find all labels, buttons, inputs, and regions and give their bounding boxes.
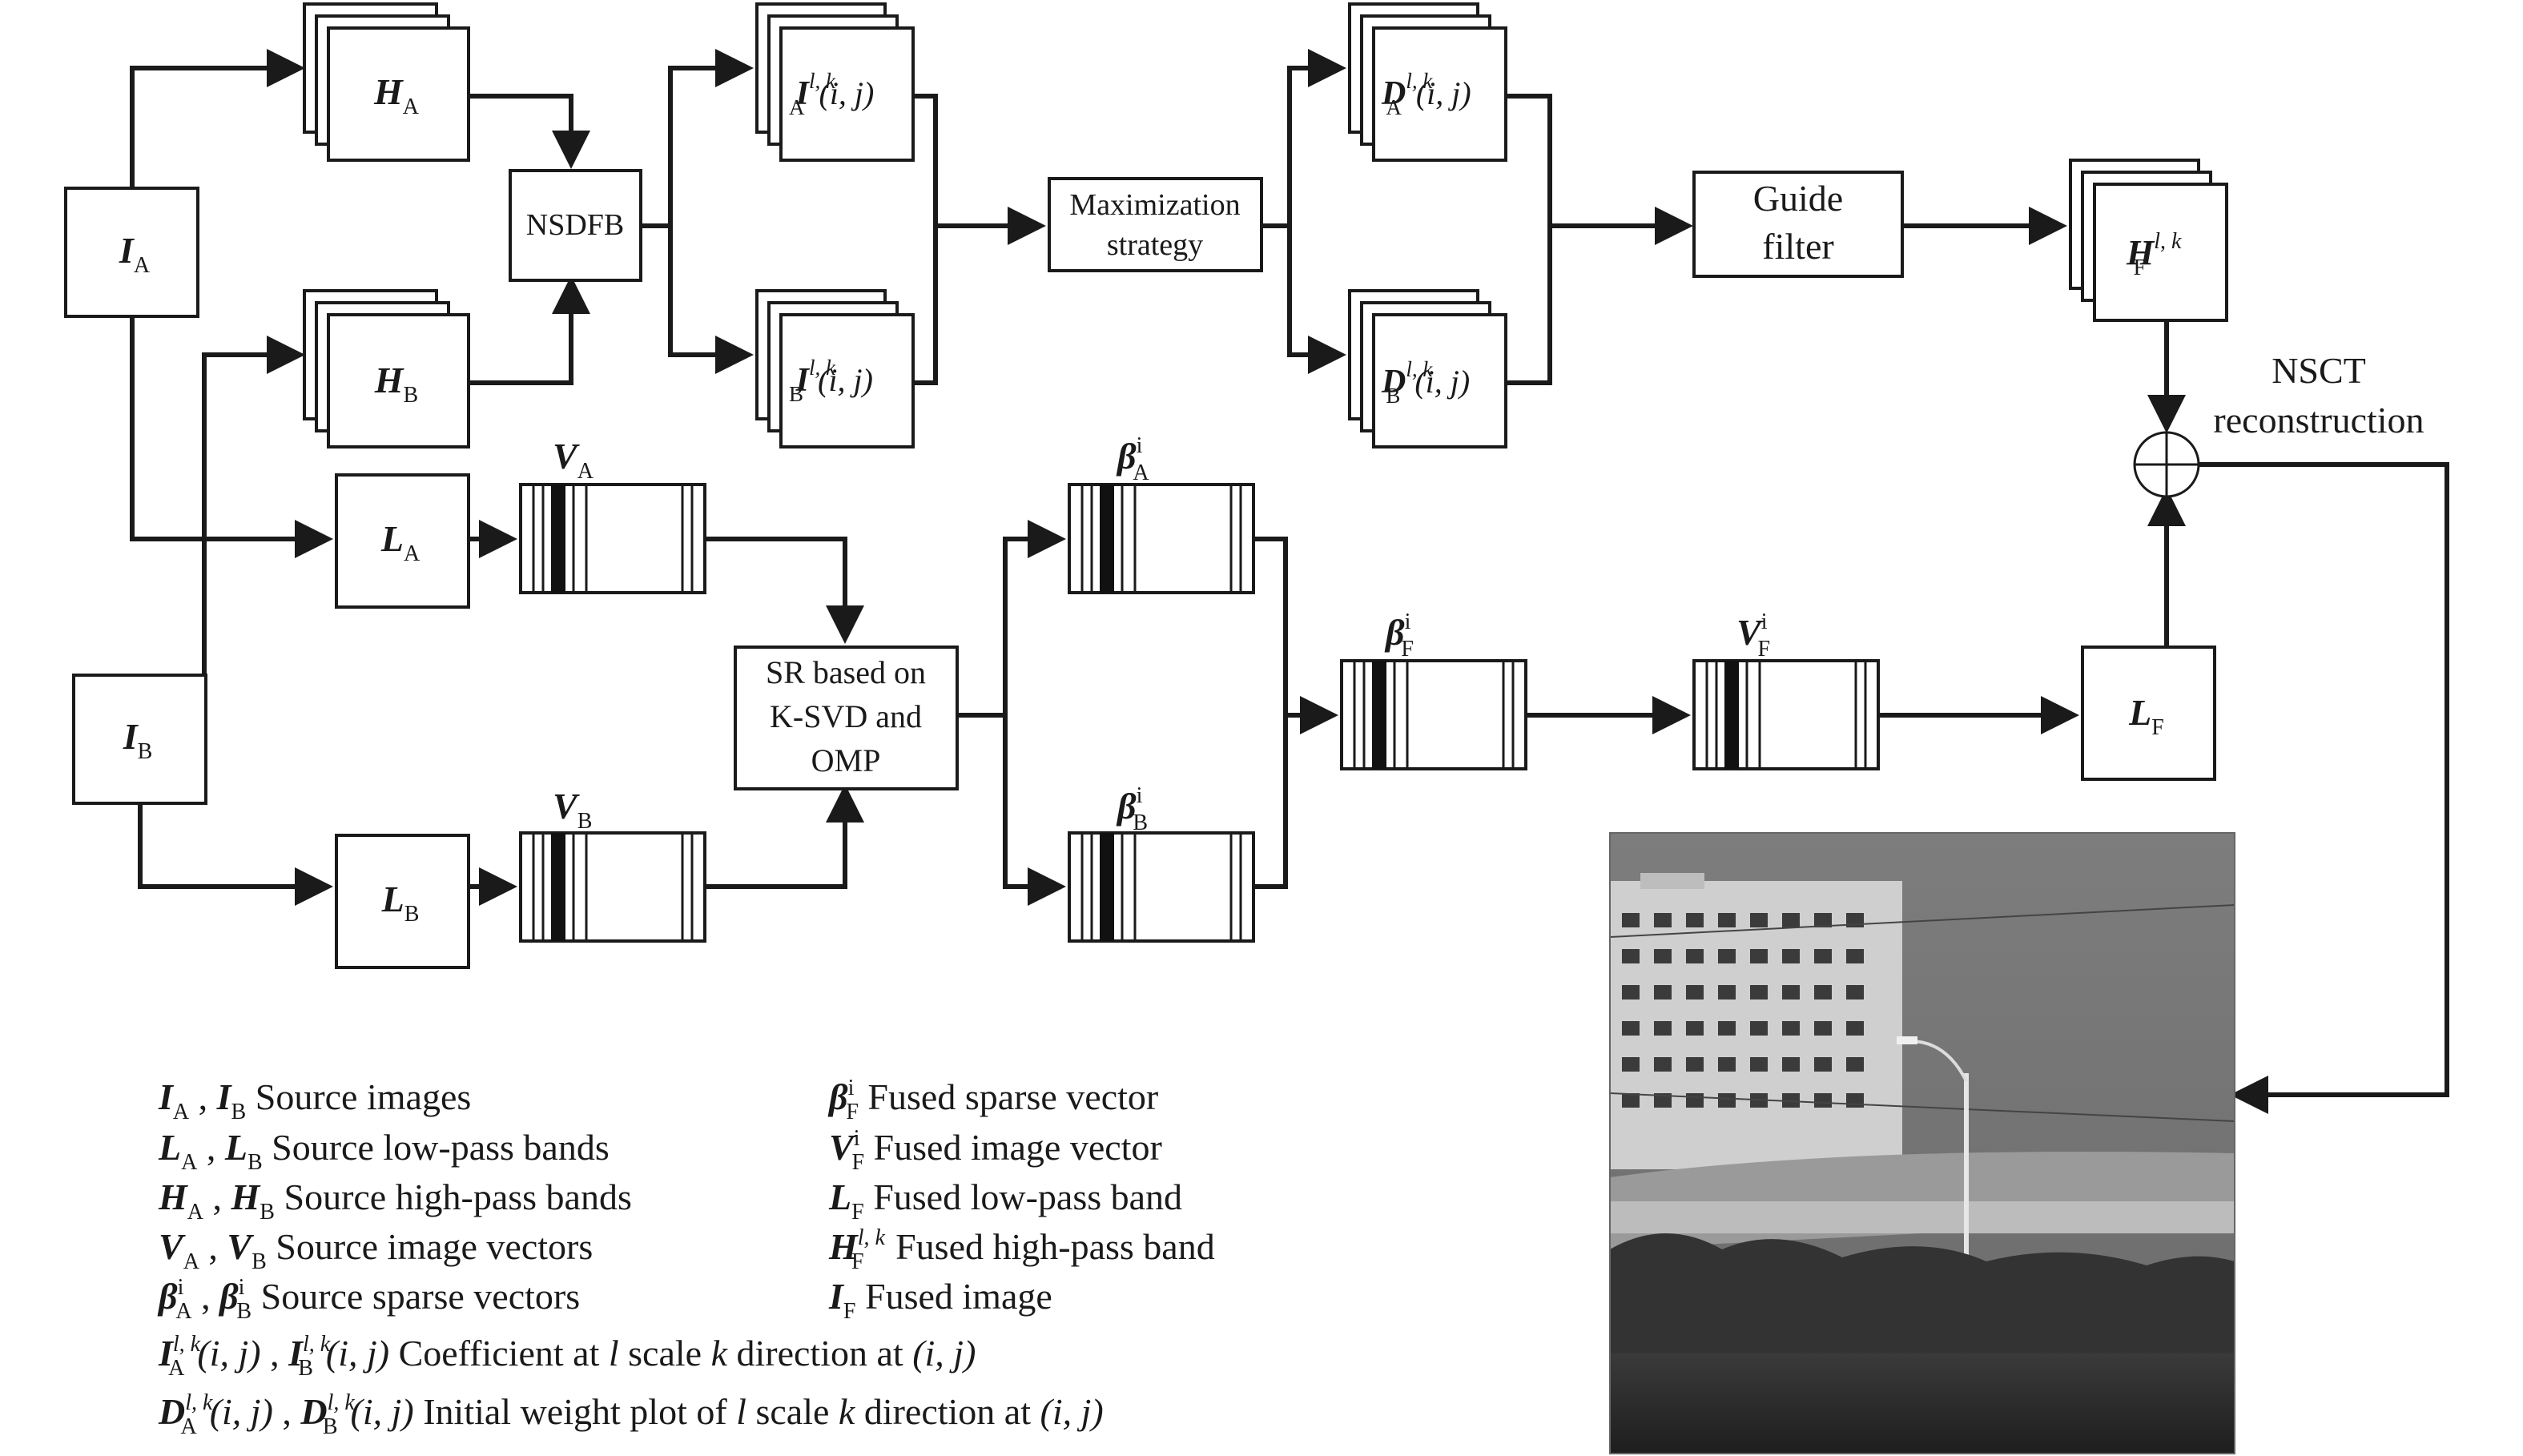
ia-symbol: I <box>119 230 135 271</box>
svg-text:VA , VB Source image vectors: VA , VB Source image vectors <box>159 1226 593 1274</box>
svg-text:Hl, kF Fused high-pass band: Hl, kF Fused high-pass band <box>828 1225 1215 1274</box>
vector-va: VA <box>519 436 706 594</box>
svg-text:NSCT: NSCT <box>2272 350 2366 391</box>
trees <box>1610 1233 2235 1361</box>
svg-text:Il, kA(i, j) , Il, kB(i, j) Co: Il, kA(i, j) , Il, kB(i, j) Coefficient … <box>158 1332 976 1381</box>
svg-text:Maximization: Maximization <box>1069 188 1240 222</box>
svg-text:VB: VB <box>553 786 592 834</box>
svg-text:LA , LB Source low-pass bands: LA , LB Source low-pass bands <box>158 1127 610 1175</box>
fused-low-pass-box: LF <box>2081 646 2216 781</box>
svg-text:Hl, kF: Hl, kF <box>2126 229 2182 280</box>
svg-text:βiB: βiB <box>1116 783 1148 835</box>
maximization-strategy-box: Maximization strategy <box>1048 177 1263 272</box>
svg-text:Dl, kB(i, j): Dl, kB(i, j) <box>1381 357 1470 408</box>
svg-text:strategy: strategy <box>1107 228 1203 262</box>
svg-text:Il, kB(i, j): Il, kB(i, j) <box>789 356 873 406</box>
source-image-b-box: IB <box>72 674 207 805</box>
ib-symbol: I <box>123 716 139 757</box>
nsdfb-box: NSDFB <box>509 169 642 282</box>
svg-text:ViF: ViF <box>1736 609 1770 662</box>
svg-text:LF: LF <box>2128 692 2164 740</box>
summation-node <box>2133 431 2200 498</box>
svg-text:Dl, kA(i, j) , Dl, kB(i, j) In: Dl, kA(i, j) , Dl, kB(i, j) Initial weig… <box>158 1390 1104 1439</box>
svg-text:filter: filter <box>1762 226 1833 267</box>
source-image-a-box: IA <box>64 187 199 318</box>
svg-text:VA: VA <box>553 436 594 484</box>
svg-text:HA: HA <box>373 71 420 119</box>
svg-text:βiA: βiA <box>1116 433 1149 485</box>
svg-text:IF Fused image: IF Fused image <box>828 1276 1052 1324</box>
legend: IA , IB Source images LA , LB Source low… <box>157 1076 1215 1439</box>
svg-text:βiF Fused sparse vector: βiF Fused sparse vector <box>827 1076 1158 1124</box>
svg-text:Dl, kA(i, j): Dl, kA(i, j) <box>1381 69 1471 119</box>
svg-text:IA: IA <box>119 230 151 278</box>
ia-subscript: A <box>134 253 151 278</box>
sparse-representation-box: SR based on K-SVD and OMP <box>734 646 959 790</box>
svg-text:HB: HB <box>374 360 418 408</box>
svg-text:IA , IB Source images: IA , IB Source images <box>158 1076 471 1124</box>
guide-filter-box: Guide filter <box>1692 171 1904 278</box>
svg-text:LB: LB <box>381 879 420 927</box>
connectors <box>130 49 2449 1114</box>
svg-text:K-SVD and: K-SVD and <box>770 698 922 734</box>
svg-text:LA: LA <box>380 518 420 566</box>
high-pass-b-stack: HB <box>303 289 470 448</box>
svg-text:Guide: Guide <box>1753 178 1843 219</box>
high-pass-a-stack: HA <box>303 2 470 162</box>
water <box>1610 1353 2235 1454</box>
svg-text:βiA , βiB Source sparse vector: βiA , βiB Source sparse vectors <box>157 1275 580 1324</box>
svg-text:IB: IB <box>123 716 153 764</box>
svg-text:NSDFB: NSDFB <box>526 208 625 242</box>
svg-text:LF Fused low-pass band: LF Fused low-pass band <box>828 1176 1182 1225</box>
svg-text:OMP: OMP <box>811 742 881 778</box>
svg-text:βiF: βiF <box>1384 609 1414 662</box>
svg-text:HA , HB Source high-pass bands: HA , HB Source high-pass bands <box>158 1176 632 1225</box>
vector-vb: VB <box>519 786 706 943</box>
svg-text:Il, kA(i, j): Il, kA(i, j) <box>789 69 874 119</box>
svg-text:SR based on: SR based on <box>766 654 926 690</box>
ib-subscript: B <box>138 739 153 764</box>
legend-left: IA , IB Source images LA , LB Source low… <box>157 1076 632 1324</box>
svg-text:reconstruction: reconstruction <box>2213 400 2424 440</box>
fused-output-image <box>1609 832 2235 1454</box>
low-pass-b-box: LB <box>335 834 470 969</box>
svg-text:ViF Fused image vector: ViF Fused image vector <box>829 1126 1162 1175</box>
low-pass-a-box: LA <box>335 473 470 609</box>
nsct-reconstruction-label: NSCT reconstruction <box>2213 350 2424 440</box>
